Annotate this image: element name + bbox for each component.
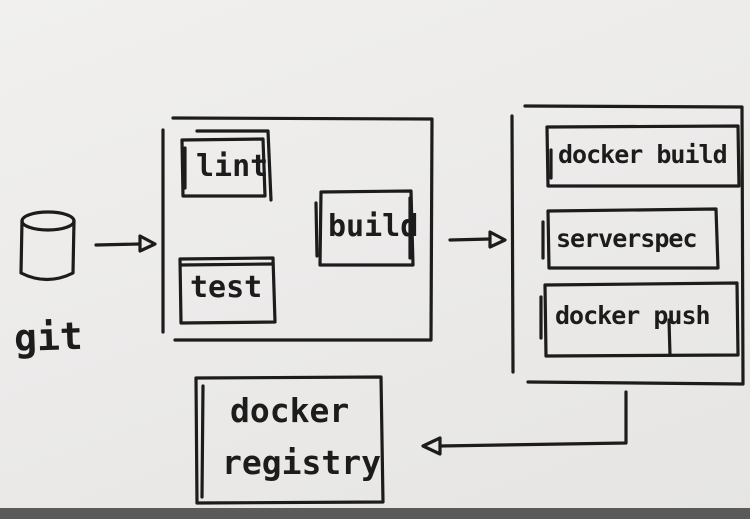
image-stage-box (510, 104, 745, 386)
registry-label-line1: docker (230, 391, 350, 430)
test-box (178, 256, 277, 325)
lint-box (180, 129, 273, 202)
docker-push-box (539, 281, 740, 358)
database-cylinder-icon (19, 210, 76, 282)
docker-push-label: docker push (555, 301, 711, 330)
serverspec-box (541, 207, 720, 270)
git-label: git (13, 313, 84, 361)
arrow-git-to-ci (94, 234, 157, 253)
serverspec-label: serverspec (556, 224, 698, 253)
build-box (314, 189, 415, 267)
test-label: test (190, 270, 263, 305)
docker-build-label: docker build (558, 140, 728, 169)
arrow-image-to-registry (421, 390, 628, 456)
registry-label-line2: registry (222, 443, 381, 482)
ci-stage-box (161, 116, 434, 342)
build-label: build (328, 209, 419, 244)
docker-build-box (545, 124, 741, 188)
desk-shadow (0, 508, 750, 519)
arrow-ci-to-image (448, 230, 507, 249)
docker-registry-box (194, 375, 385, 505)
lint-label: lint (196, 149, 269, 184)
